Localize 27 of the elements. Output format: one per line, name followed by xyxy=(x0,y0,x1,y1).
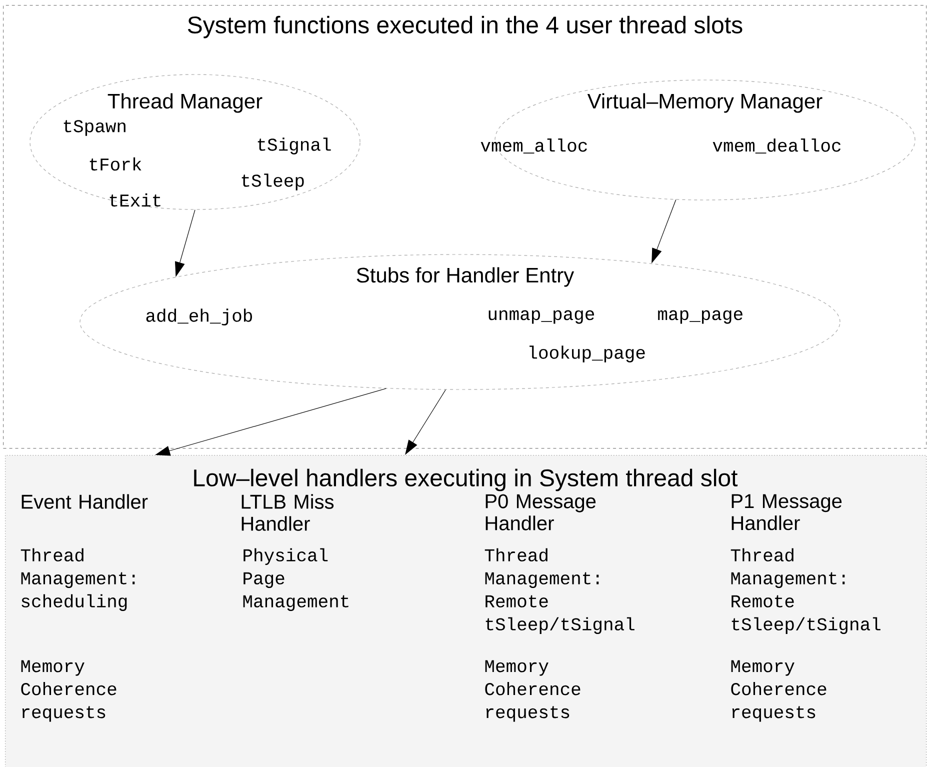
function-name: tSleep xyxy=(242,174,304,190)
function-name: tSignal xyxy=(258,138,331,154)
function-name: add_eh_job xyxy=(146,308,252,326)
column-note: Memory Coherence requests xyxy=(21,660,116,722)
region-title: System functions executed in the 4 user thread slots xyxy=(188,16,742,38)
column-heading: LTLB Miss Handler xyxy=(242,494,334,531)
function-name: lookup_page xyxy=(530,346,645,362)
function-name: unmap_page xyxy=(488,310,594,324)
group-title: Stubs for Handler Entry xyxy=(356,267,574,287)
column-heading: P0 Message Handler xyxy=(486,494,596,530)
column-note: Thread Management: scheduling xyxy=(20,548,135,611)
group-title: Thread Manager xyxy=(108,93,262,113)
column-note: Memory Coherence requests xyxy=(731,660,826,722)
panel-title: Low–level handlers executing in System thread slot xyxy=(194,468,738,492)
column-note: Thread Management: Remote tSleep/tSignal xyxy=(730,548,880,634)
column-note: Memory Coherence requests xyxy=(485,660,580,722)
function-name: tExit xyxy=(110,193,160,207)
group-title: Virtual–Memory Manager xyxy=(587,93,822,113)
function-name: map_page xyxy=(658,310,742,324)
column-note: Thread Management: Remote tSleep/tSignal xyxy=(484,548,634,634)
column-heading: Event Handler xyxy=(22,494,148,509)
function-name: vmem_alloc xyxy=(480,138,587,154)
column-heading: P1 Message Handler xyxy=(732,494,842,530)
column-note: Physical Page Management xyxy=(243,548,348,611)
function-name: vmem_dealloc xyxy=(712,138,840,154)
function-name: tSpawn xyxy=(64,120,126,136)
function-name: tFork xyxy=(90,157,142,171)
